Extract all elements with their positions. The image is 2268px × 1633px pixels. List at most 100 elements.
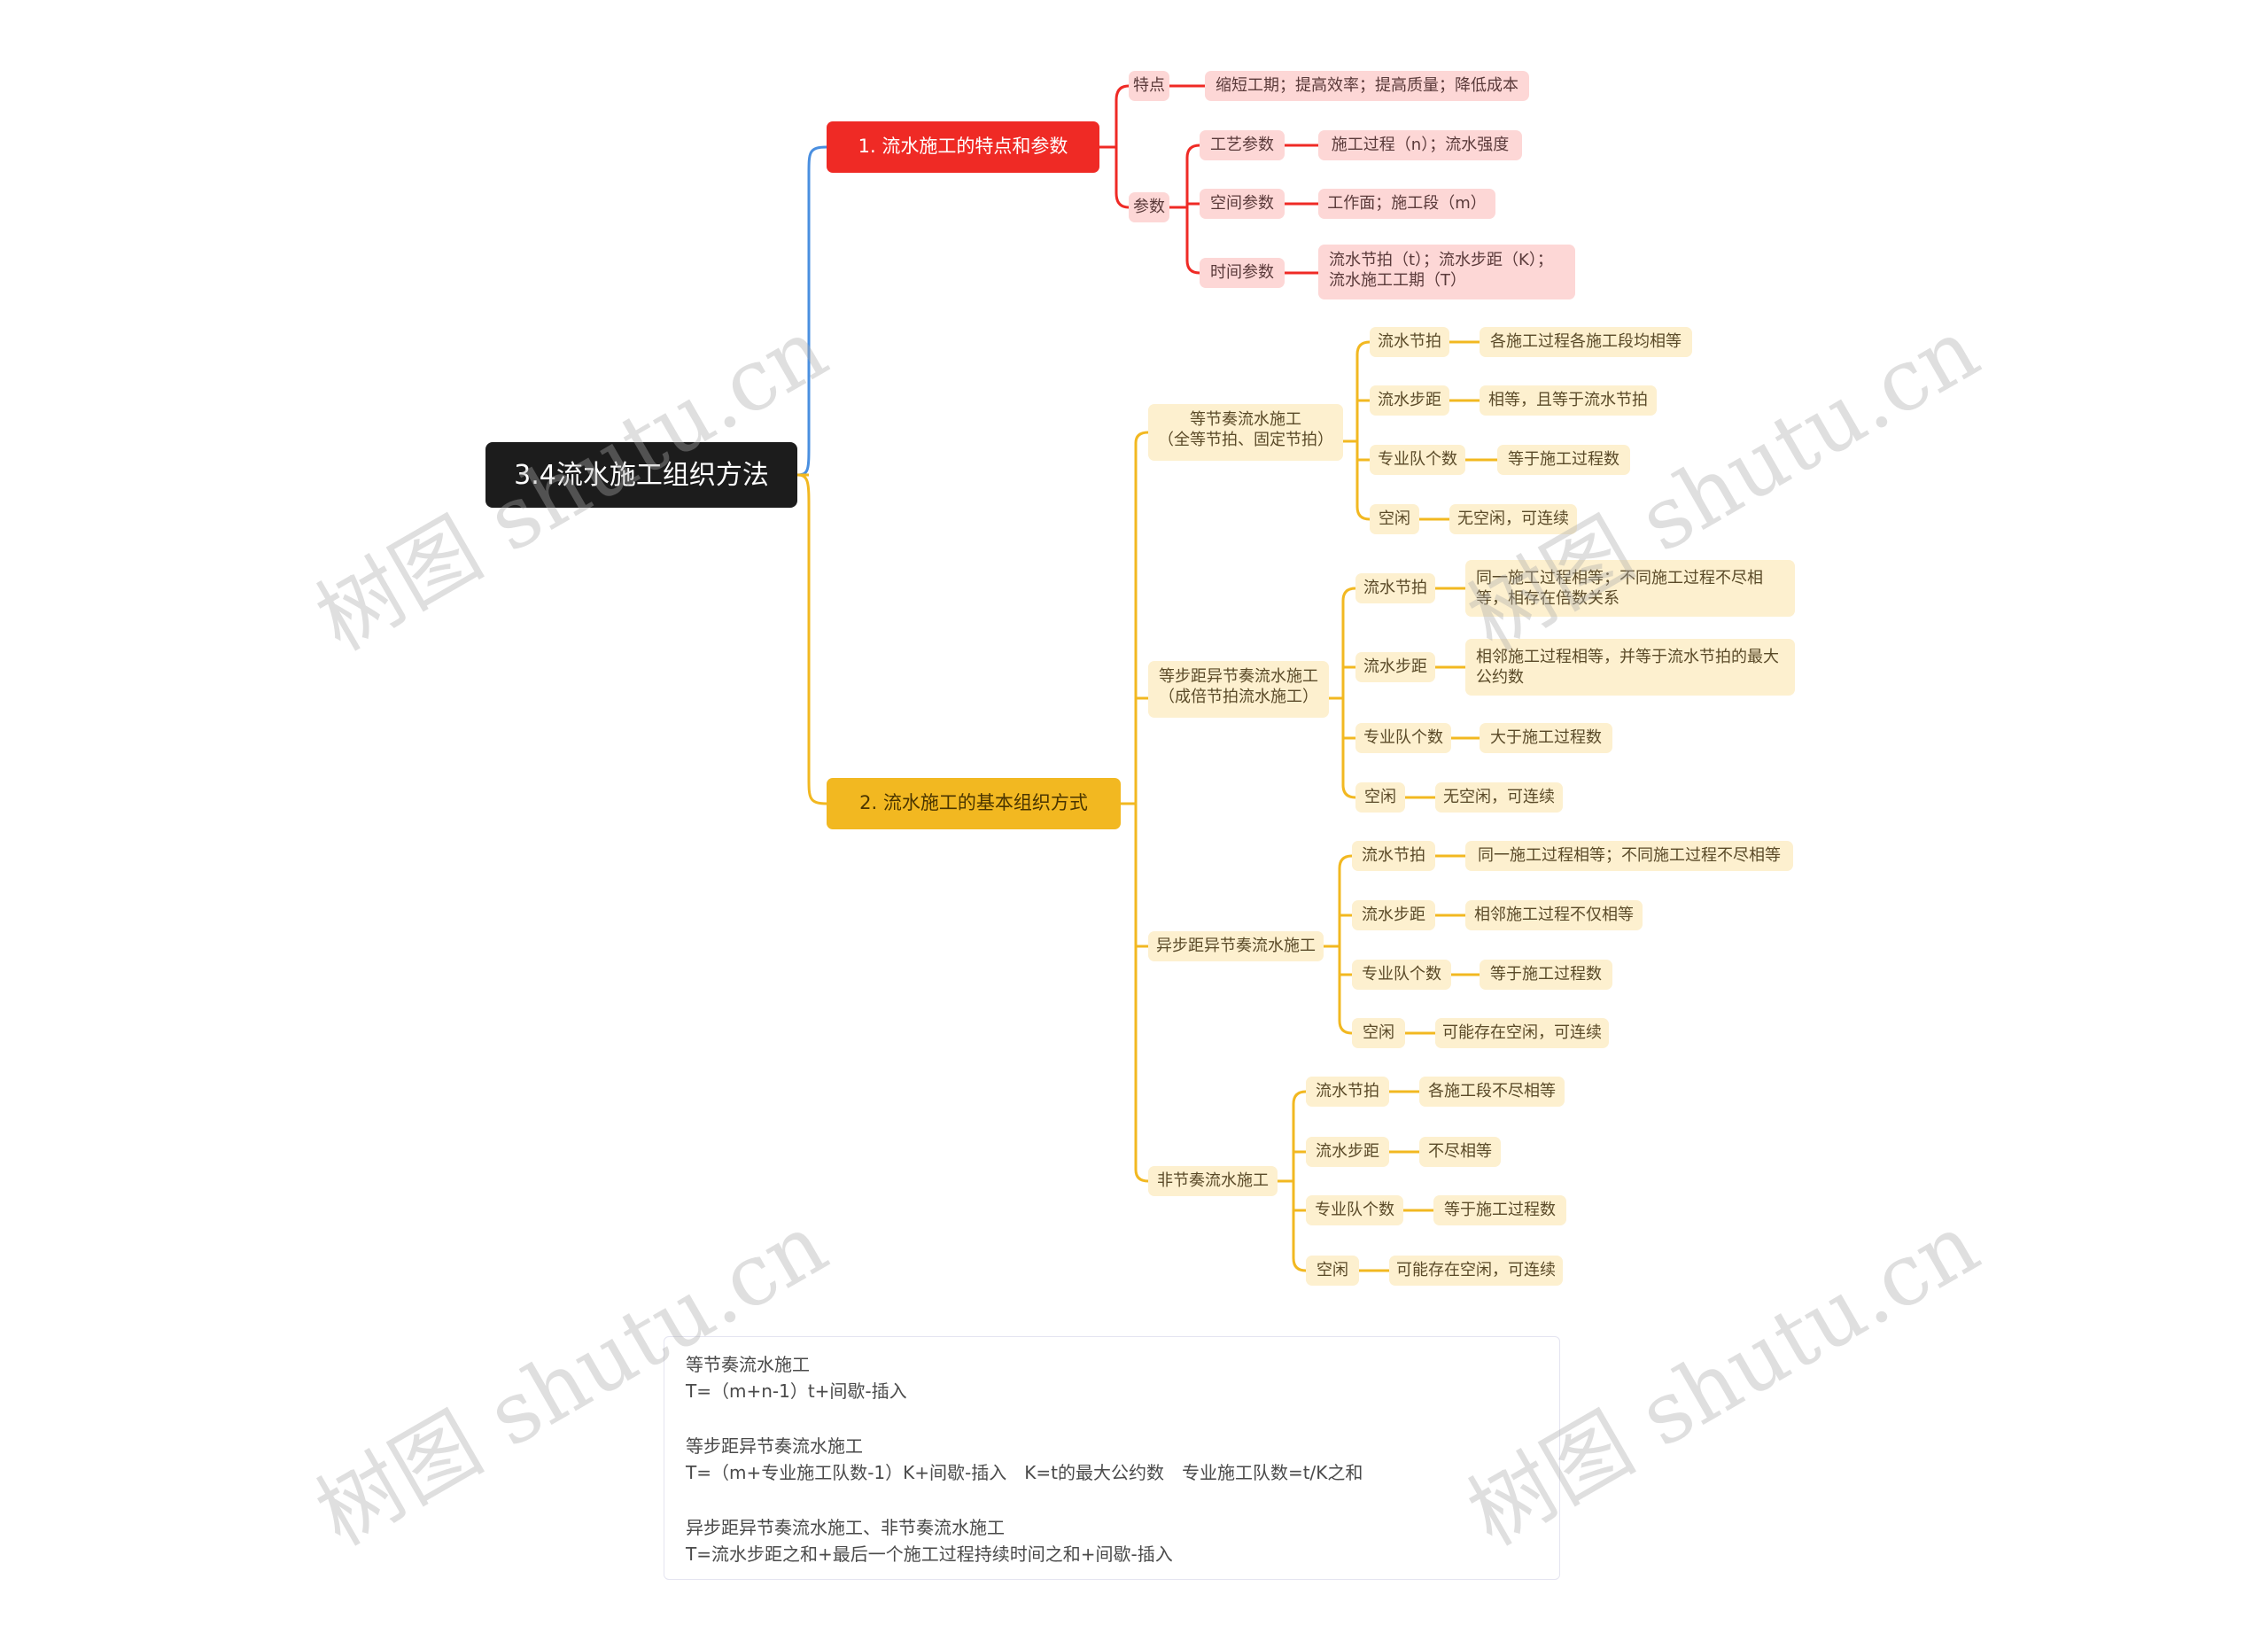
node-label: 参数 <box>1133 198 1165 217</box>
g3-beat-detail[interactable]: 同一施工过程相等；不同施工过程不尽相等 <box>1465 841 1793 871</box>
node-label: 流水节拍 <box>1362 846 1425 866</box>
node-label: 流水节拍 <box>1316 1082 1379 1101</box>
g3-teams-detail[interactable]: 等于施工过程数 <box>1480 960 1612 990</box>
g1-step-detail[interactable]: 相等，且等于流水节拍 <box>1480 385 1657 416</box>
time-params-node[interactable]: 时间参数 <box>1200 258 1285 288</box>
formula-block-unequal: 异步距异节奏流水施工、非节奏流水施工 T=流水步距之和+最后一个施工过程持续时间… <box>686 1514 1538 1567</box>
g2-beat-detail[interactable]: 同一施工过程相等；不同施工过程不尽相等，相存在倍数关系 <box>1465 560 1795 617</box>
node-label: 专业队个数 <box>1315 1201 1394 1220</box>
formula-expression: T=流水步距之和+最后一个施工过程持续时间之和+间歇-插入 <box>686 1544 1173 1565</box>
equal-rhythm-node[interactable]: 等节奏流水施工 （全等节拍、固定节拍） <box>1148 404 1343 461</box>
g1-idle-detail[interactable]: 无空闲，可连续 <box>1449 504 1577 534</box>
g1-teams-detail[interactable]: 等于施工过程数 <box>1497 445 1630 475</box>
branch-features-params[interactable]: 1. 流水施工的特点和参数 <box>827 121 1099 173</box>
node-text: 无空闲，可连续 <box>1457 509 1569 529</box>
g3-step-detail[interactable]: 相邻施工过程不仅相等 <box>1465 900 1643 930</box>
g3-teams-node[interactable]: 专业队个数 <box>1352 960 1451 990</box>
node-text: 可能存在空闲，可连续 <box>1442 1023 1602 1043</box>
node-text: 相邻施工过程相等，并等于流水节拍的最大公约数 <box>1476 647 1779 687</box>
node-subtitle: （全等节拍、固定节拍） <box>1158 431 1333 450</box>
branch-title: 2. 流水施工的基本组织方式 <box>859 792 1088 814</box>
node-text: 等于施工过程数 <box>1508 450 1619 470</box>
features-node[interactable]: 特点 <box>1129 71 1169 101</box>
params-node[interactable]: 参数 <box>1129 192 1169 222</box>
node-text: 工作面；施工段（m） <box>1327 194 1487 214</box>
node-text: 同一施工过程相等；不同施工过程不尽相等，相存在倍数关系 <box>1476 568 1763 608</box>
g1-beat-detail[interactable]: 各施工过程各施工段均相等 <box>1480 327 1692 357</box>
formula-block-multiple: 等步距异节奏流水施工 T=（m+专业施工队数-1）K+间歇-插入 K=t的最大公… <box>686 1433 1538 1486</box>
g4-idle-detail[interactable]: 可能存在空闲，可连续 <box>1389 1256 1563 1286</box>
node-title: 非节奏流水施工 <box>1157 1171 1269 1191</box>
g4-beat-detail[interactable]: 各施工段不尽相等 <box>1419 1077 1565 1107</box>
node-text: 缩短工期；提高效率；提高质量；降低成本 <box>1216 76 1518 96</box>
node-text: 无空闲，可连续 <box>1443 788 1555 807</box>
node-label: 流水步距 <box>1362 906 1425 925</box>
g4-step-node[interactable]: 流水步距 <box>1306 1137 1389 1167</box>
root-topic-label: 3.4流水施工组织方法 <box>514 459 769 491</box>
g1-beat-node[interactable]: 流水节拍 <box>1370 327 1449 357</box>
node-label: 空闲 <box>1379 509 1410 529</box>
g1-step-node[interactable]: 流水步距 <box>1370 385 1449 416</box>
formula-name: 等节奏流水施工 <box>686 1354 810 1375</box>
node-title: 等节奏流水施工 <box>1190 410 1301 429</box>
root-topic[interactable]: 3.4流水施工组织方法 <box>485 442 797 508</box>
node-text: 各施工段不尽相等 <box>1428 1082 1556 1101</box>
node-text: 等于施工过程数 <box>1444 1201 1556 1220</box>
node-text: 施工过程（n）；流水强度 <box>1331 136 1510 155</box>
features-detail-node[interactable]: 缩短工期；提高效率；提高质量；降低成本 <box>1205 71 1529 101</box>
g4-beat-node[interactable]: 流水节拍 <box>1306 1077 1389 1107</box>
node-text: 各施工过程各施工段均相等 <box>1490 332 1682 352</box>
g2-teams-node[interactable]: 专业队个数 <box>1355 723 1451 753</box>
time-params-detail-node[interactable]: 流水节拍（t）；流水步距（K）； 流水施工工期（T） <box>1318 245 1575 299</box>
g2-teams-detail[interactable]: 大于施工过程数 <box>1480 723 1612 753</box>
g4-step-detail[interactable]: 不尽相等 <box>1419 1137 1501 1167</box>
g2-step-node[interactable]: 流水步距 <box>1355 652 1435 682</box>
node-label: 流水步距 <box>1363 657 1427 677</box>
g2-step-detail[interactable]: 相邻施工过程相等，并等于流水节拍的最大公约数 <box>1465 639 1795 696</box>
process-params-detail-node[interactable]: 施工过程（n）；流水强度 <box>1318 130 1522 160</box>
node-label: 空间参数 <box>1210 194 1274 214</box>
g1-idle-node[interactable]: 空闲 <box>1370 504 1419 534</box>
node-subtitle: （成倍节拍流水施工） <box>1159 688 1318 707</box>
space-params-detail-node[interactable]: 工作面；施工段（m） <box>1318 189 1495 219</box>
g3-idle-detail[interactable]: 可能存在空闲，可连续 <box>1435 1018 1609 1048</box>
g4-idle-node[interactable]: 空闲 <box>1306 1256 1359 1286</box>
formula-expression: T=（m+n-1）t+间歇-插入 <box>686 1380 907 1402</box>
g3-beat-node[interactable]: 流水节拍 <box>1352 841 1435 871</box>
g2-idle-node[interactable]: 空闲 <box>1355 782 1405 813</box>
branch-organization-modes[interactable]: 2. 流水施工的基本组织方式 <box>827 778 1121 829</box>
g2-idle-detail[interactable]: 无空闲，可连续 <box>1435 782 1563 813</box>
node-label: 空闲 <box>1364 788 1396 807</box>
node-label: 流水节拍 <box>1363 579 1427 598</box>
g1-teams-node[interactable]: 专业队个数 <box>1370 445 1465 475</box>
node-label: 流水步距 <box>1378 391 1441 410</box>
multiple-beat-node[interactable]: 等步距异节奏流水施工 （成倍节拍流水施工） <box>1148 661 1329 718</box>
node-label: 流水步距 <box>1316 1142 1379 1162</box>
node-text-line-2: 流水施工工期（T） <box>1329 271 1466 291</box>
g4-teams-node[interactable]: 专业队个数 <box>1306 1195 1403 1225</box>
unequal-step-node[interactable]: 异步距异节奏流水施工 <box>1148 931 1324 961</box>
formula-expression: T=（m+专业施工队数-1）K+间歇-插入 K=t的最大公约数 专业施工队数=t… <box>686 1462 1363 1483</box>
node-text: 大于施工过程数 <box>1490 728 1602 748</box>
g4-teams-detail[interactable]: 等于施工过程数 <box>1433 1195 1566 1225</box>
non-rhythm-node[interactable]: 非节奏流水施工 <box>1148 1166 1278 1196</box>
g3-idle-node[interactable]: 空闲 <box>1352 1018 1405 1048</box>
node-text-line-1: 流水节拍（t）；流水步距（K）； <box>1329 251 1553 269</box>
node-label: 时间参数 <box>1210 263 1274 283</box>
node-label: 专业队个数 <box>1362 965 1441 984</box>
formula-name: 异步距异节奏流水施工、非节奏流水施工 <box>686 1517 1005 1538</box>
node-label: 空闲 <box>1363 1023 1394 1043</box>
formula-block-equal: 等节奏流水施工 T=（m+n-1）t+间歇-插入 <box>686 1351 1538 1404</box>
node-title: 异步距异节奏流水施工 <box>1156 937 1316 956</box>
node-text: 等于施工过程数 <box>1490 965 1602 984</box>
node-label: 流水节拍 <box>1378 332 1441 352</box>
g3-step-node[interactable]: 流水步距 <box>1352 900 1435 930</box>
node-text: 不尽相等 <box>1428 1142 1492 1162</box>
space-params-node[interactable]: 空间参数 <box>1200 189 1285 219</box>
formula-note[interactable]: 等节奏流水施工 T=（m+n-1）t+间歇-插入 等步距异节奏流水施工 T=（m… <box>664 1336 1560 1580</box>
g2-beat-node[interactable]: 流水节拍 <box>1355 573 1435 603</box>
process-params-node[interactable]: 工艺参数 <box>1200 130 1285 160</box>
node-text: 相邻施工过程不仅相等 <box>1474 906 1634 925</box>
